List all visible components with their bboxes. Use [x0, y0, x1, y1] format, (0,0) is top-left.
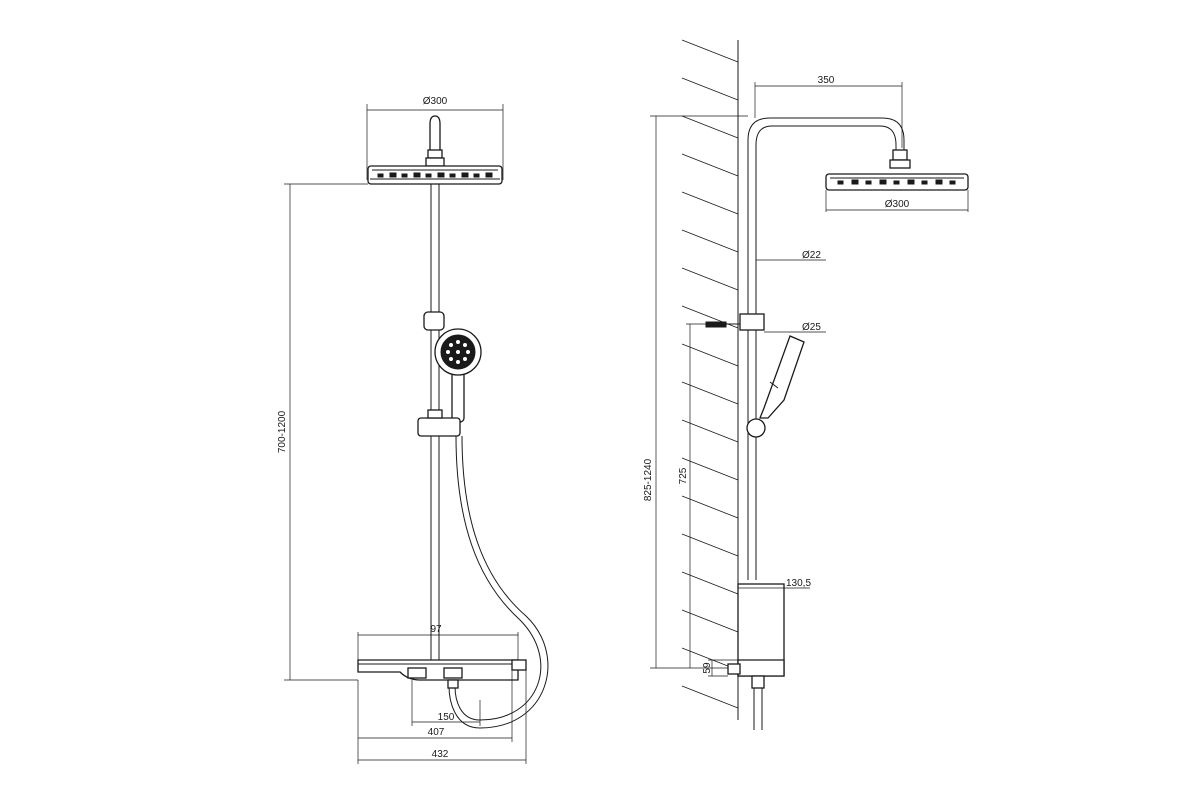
front-head-diameter-label: Ø300 — [423, 96, 448, 107]
side-head-diameter-dimension: Ø300 — [825, 190, 969, 212]
side-hand-shower — [746, 335, 805, 438]
side-riser-and-arm — [747, 117, 905, 580]
side-lower-pipe-label: Ø25 — [802, 322, 821, 333]
side-bracket-height-label: 725 — [678, 467, 689, 484]
front-width-432-dimension: 432 — [358, 670, 527, 764]
front-height-label: 700-1200 — [277, 410, 288, 453]
side-head-nozzles — [837, 179, 956, 185]
side-arm-reach-label: 350 — [818, 75, 835, 86]
front-outlet-offset-label: 150 — [438, 712, 455, 723]
front-mixer-depth-label: 97 — [430, 624, 442, 635]
front-hand-shower-nozzles — [446, 340, 470, 364]
front-width-407-dimension: 407 — [357, 670, 513, 764]
side-head-diameter-label: Ø300 — [885, 199, 910, 210]
side-mixer-projection-label: 130,5 — [786, 578, 811, 589]
side-arm-reach-dimension: 350 — [754, 75, 903, 148]
front-rain-shower-head — [367, 115, 503, 185]
side-mixer-height-dimension: 59 — [702, 659, 738, 677]
front-view: Ø300 — [277, 96, 549, 764]
front-thermostatic-mixer — [357, 659, 527, 689]
front-head-diameter-dimension: Ø300 — [366, 96, 504, 180]
side-lower-pipe-dimension: Ø25 — [764, 322, 826, 333]
front-width-432-label: 432 — [432, 749, 449, 760]
side-bracket-height-dimension: 725 — [678, 323, 706, 668]
front-outlet-offset-dimension: 150 — [411, 680, 481, 726]
side-upper-pipe-dimension: Ø22 — [756, 250, 826, 261]
front-width-407-label: 407 — [428, 727, 445, 738]
front-height-dimension: 700-1200 — [277, 183, 368, 681]
side-slide-bracket — [705, 313, 765, 331]
side-mixer-projection-dimension: 130,5 — [738, 578, 811, 589]
side-wall-hatching — [681, 39, 739, 709]
side-rain-shower-head — [825, 149, 969, 191]
front-hose — [448, 435, 549, 729]
front-slide-bracket — [417, 409, 461, 437]
side-upper-pipe-label: Ø22 — [802, 250, 821, 261]
front-head-nozzles — [377, 172, 493, 178]
side-thermostatic-mixer — [727, 583, 785, 730]
front-hand-shower — [423, 311, 482, 423]
side-total-height-dimension: 825-1240 — [643, 115, 748, 669]
side-wall — [681, 39, 739, 720]
side-mixer-height-label: 59 — [702, 662, 713, 674]
front-mixer-depth-dimension: 97 — [357, 624, 519, 660]
side-total-height-label: 825-1240 — [643, 458, 654, 501]
side-view: 350 Ø300 Ø22 Ø25 — [643, 39, 969, 730]
